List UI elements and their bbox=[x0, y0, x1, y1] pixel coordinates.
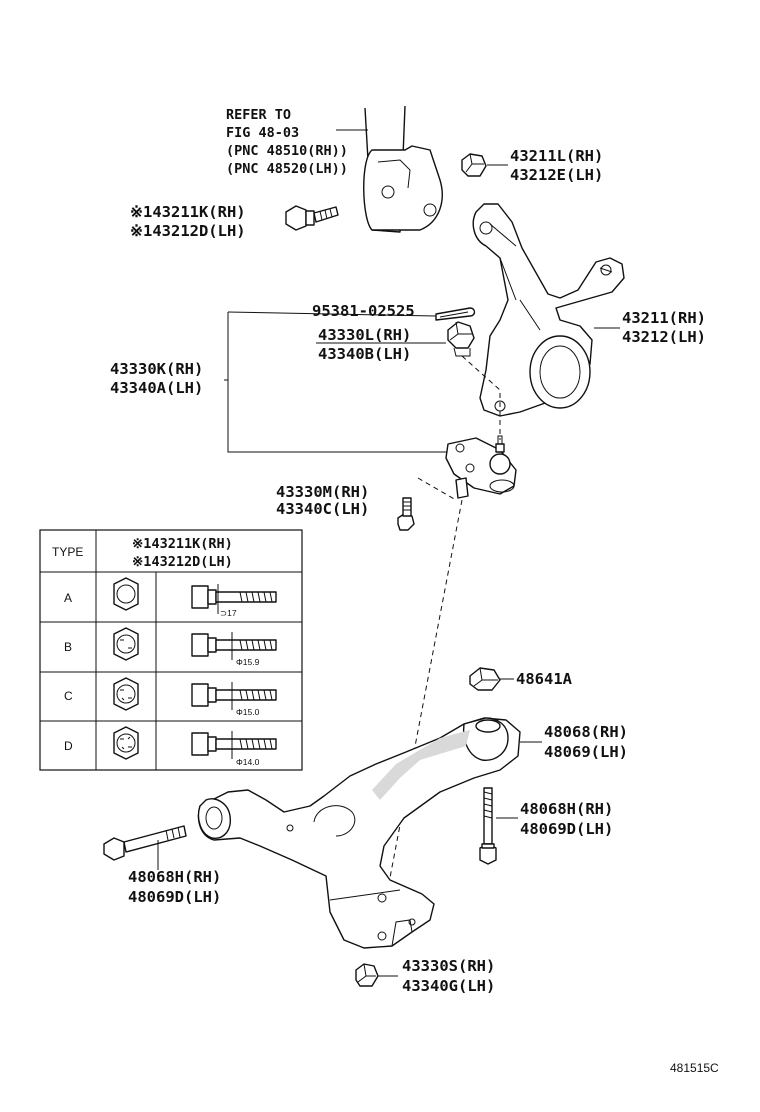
table-row-c-type: C bbox=[64, 689, 73, 703]
reference-line1: REFER TO bbox=[226, 107, 291, 123]
callout-lower-nut-rh: 43330S(RH) bbox=[402, 957, 495, 975]
callout-bushing-nut: 48641A bbox=[516, 670, 573, 688]
table-row-d-dim: Φ14.0 bbox=[236, 757, 260, 767]
cotter-pin-drawing bbox=[435, 307, 476, 321]
steering-knuckle-drawing bbox=[472, 203, 625, 417]
diagram-id: 481515C bbox=[670, 1061, 719, 1075]
hex-head-icon-c bbox=[113, 677, 139, 711]
table-header-part-rh: ※143211K(RH) bbox=[132, 536, 233, 552]
table-header-type: TYPE bbox=[52, 545, 83, 559]
table-row-c-dim: Φ15.0 bbox=[236, 707, 260, 717]
bolt-profile-icon-d bbox=[191, 731, 277, 759]
hex-head-icon-d bbox=[113, 726, 139, 760]
hex-head-icon-a bbox=[113, 577, 139, 611]
callout-lower-arm-lh: 48069(LH) bbox=[544, 743, 628, 761]
bolt-type-table: TYPE ※143211K(RH) ※143212D(LH) A ⊃17 B bbox=[39, 529, 303, 771]
callout-ball-joint-bolt-rh: 43330M(RH) bbox=[276, 483, 369, 501]
callout-nut-43211l-rh: 43211L(RH) bbox=[510, 147, 603, 165]
callout-bolt-left-lh: 48069D(LH) bbox=[128, 888, 221, 906]
callout-castle-nut-lh: 43340B(LH) bbox=[318, 345, 411, 363]
table-row-b-type: B bbox=[64, 640, 72, 654]
bolt-profile-icon-a bbox=[191, 584, 277, 614]
reference-line3: (PNC 48510(RH)) bbox=[226, 143, 348, 159]
nut-43211l-drawing bbox=[461, 153, 487, 177]
reference-note: REFER TO FIG 48-03 (PNC 48510(RH)) (PNC … bbox=[226, 107, 368, 177]
bolt-profile-icon-b bbox=[191, 632, 277, 660]
callout-knuckle-rh: 43211(RH) bbox=[622, 309, 706, 327]
lower-nut-drawing bbox=[355, 963, 379, 987]
lower-arm-bolt-right-drawing bbox=[479, 787, 497, 865]
callout-ball-joint-bolt-lh: 43340C(LH) bbox=[276, 500, 369, 518]
callout-castle-nut-rh: 43330L(RH) bbox=[318, 326, 411, 344]
callout-bolt-left-rh: 48068H(RH) bbox=[128, 868, 221, 886]
callout-bolt-right-rh: 48068H(RH) bbox=[520, 800, 613, 818]
table-header-part-lh: ※143212D(LH) bbox=[132, 554, 233, 570]
table-row-b-dim: Φ15.9 bbox=[236, 657, 260, 667]
callout-bolt-43211k-rh: ※143211K(RH) bbox=[130, 203, 246, 221]
bushing-nut-drawing bbox=[469, 667, 501, 691]
bolt-43211k-drawing bbox=[285, 205, 339, 231]
callout-lower-nut-lh: 43340G(LH) bbox=[402, 977, 495, 995]
strut-reference-drawing bbox=[363, 105, 443, 233]
bolt-profile-icon-c bbox=[191, 682, 277, 710]
table-row-d-type: D bbox=[64, 739, 73, 753]
callout-nut-43211l-lh: 43212E(LH) bbox=[510, 166, 603, 184]
callout-lower-arm-rh: 48068(RH) bbox=[544, 723, 628, 741]
callout-bolt-right-lh: 48069D(LH) bbox=[520, 820, 613, 838]
callout-cotter-pin: 95381-02525 bbox=[312, 302, 415, 320]
lower-control-arm-drawing bbox=[197, 717, 521, 949]
hex-head-icon-b bbox=[113, 627, 139, 661]
castle-nut-drawing bbox=[447, 321, 475, 357]
ball-joint-bolt-drawing bbox=[397, 477, 469, 531]
lower-arm-bolt-left-drawing bbox=[103, 825, 187, 861]
callout-ball-joint-lh: 43340A(LH) bbox=[110, 379, 203, 397]
reference-line2: FIG 48-03 bbox=[226, 125, 299, 141]
callout-ball-joint-rh: 43330K(RH) bbox=[110, 360, 203, 378]
table-row-a-dim: ⊃17 bbox=[220, 608, 237, 618]
table-row-a-type: A bbox=[64, 591, 72, 605]
callout-bolt-43211k-lh: ※143212D(LH) bbox=[130, 222, 246, 240]
reference-line4: (PNC 48520(LH)) bbox=[226, 161, 348, 177]
callout-knuckle-lh: 43212(LH) bbox=[622, 328, 706, 346]
